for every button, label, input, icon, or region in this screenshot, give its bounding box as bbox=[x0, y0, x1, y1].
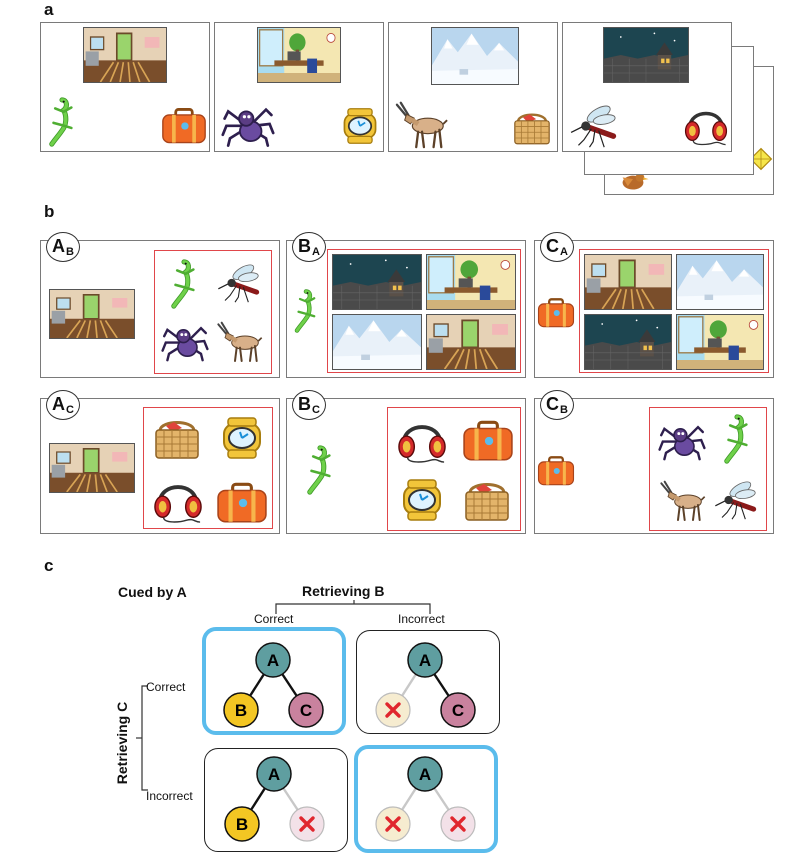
svg-text:C: C bbox=[300, 701, 312, 720]
node-a bbox=[255, 642, 291, 678]
choice-grid bbox=[649, 407, 767, 531]
svg-text:A: A bbox=[419, 765, 431, 784]
choice-grid bbox=[327, 249, 521, 373]
test-panel-ba bbox=[286, 240, 526, 378]
test-panel-ab bbox=[40, 240, 280, 378]
snow-scene bbox=[431, 27, 519, 85]
node-a bbox=[407, 756, 443, 792]
diagram-both-correct: A B C bbox=[223, 642, 324, 728]
room-scene bbox=[83, 27, 167, 83]
choice-grid bbox=[143, 407, 273, 529]
node-a bbox=[407, 642, 443, 678]
condition-badge-ba: BA bbox=[292, 232, 326, 262]
panel-label-b: b bbox=[44, 202, 55, 221]
panel-label-a: a bbox=[44, 0, 54, 19]
choice-grid bbox=[387, 407, 521, 531]
office-scene bbox=[257, 27, 341, 83]
condition-badge-bc: BC bbox=[292, 390, 326, 420]
trial-card-4 bbox=[562, 22, 732, 152]
test-panel-ca bbox=[534, 240, 774, 378]
trial-card-1 bbox=[40, 22, 210, 152]
retrieving-b-label: Retrieving B bbox=[302, 583, 385, 599]
condition-badge-ab: AB bbox=[46, 232, 80, 262]
b-correct-label: Correct bbox=[254, 612, 294, 626]
panel-label-c: c bbox=[44, 556, 54, 575]
room-scene[interactable] bbox=[426, 314, 516, 370]
node-b bbox=[224, 806, 260, 842]
trial-card-2 bbox=[214, 22, 384, 152]
node-a bbox=[256, 756, 292, 792]
svg-text:A: A bbox=[267, 651, 279, 670]
room-scene bbox=[49, 443, 135, 493]
node-b bbox=[223, 692, 259, 728]
snow-scene[interactable] bbox=[332, 314, 422, 370]
snow-scene[interactable] bbox=[676, 254, 764, 310]
retrieving-b-bracket bbox=[275, 600, 431, 614]
test-panel-bc bbox=[286, 398, 526, 534]
night-town-scene[interactable] bbox=[332, 254, 422, 310]
choice-grid bbox=[579, 249, 769, 373]
night-town-scene[interactable] bbox=[584, 314, 672, 370]
test-panel-cb bbox=[534, 398, 774, 534]
cued-by-label: Cued by A bbox=[118, 584, 187, 600]
svg-text:B: B bbox=[235, 701, 247, 720]
b-incorrect-label: Incorrect bbox=[398, 612, 445, 626]
svg-text:A: A bbox=[419, 651, 431, 670]
svg-text:C: C bbox=[452, 701, 464, 720]
diagram-both-incorrect: A bbox=[375, 756, 476, 842]
choice-grid bbox=[154, 250, 272, 374]
diagram-b-incorrect-c-correct: A C bbox=[375, 642, 476, 728]
condition-badge-cb: CB bbox=[540, 390, 574, 420]
trial-card-3 bbox=[388, 22, 558, 152]
node-c bbox=[440, 692, 476, 728]
svg-text:B: B bbox=[236, 815, 248, 834]
svg-text:A: A bbox=[268, 765, 280, 784]
c-correct-label: Correct bbox=[146, 680, 186, 694]
node-c bbox=[288, 692, 324, 728]
test-panel-ac bbox=[40, 398, 280, 534]
office-scene[interactable] bbox=[426, 254, 516, 310]
office-scene[interactable] bbox=[676, 314, 764, 370]
condition-badge-ca: CA bbox=[540, 232, 574, 262]
diagram-b-correct-c-incorrect: A B bbox=[224, 756, 325, 842]
night-town-scene bbox=[603, 27, 689, 83]
c-incorrect-label: Incorrect bbox=[146, 789, 193, 803]
condition-badge-ac: AC bbox=[46, 390, 80, 420]
room-scene[interactable] bbox=[584, 254, 672, 310]
room-scene bbox=[49, 289, 135, 339]
retrieving-c-bracket bbox=[136, 685, 148, 791]
